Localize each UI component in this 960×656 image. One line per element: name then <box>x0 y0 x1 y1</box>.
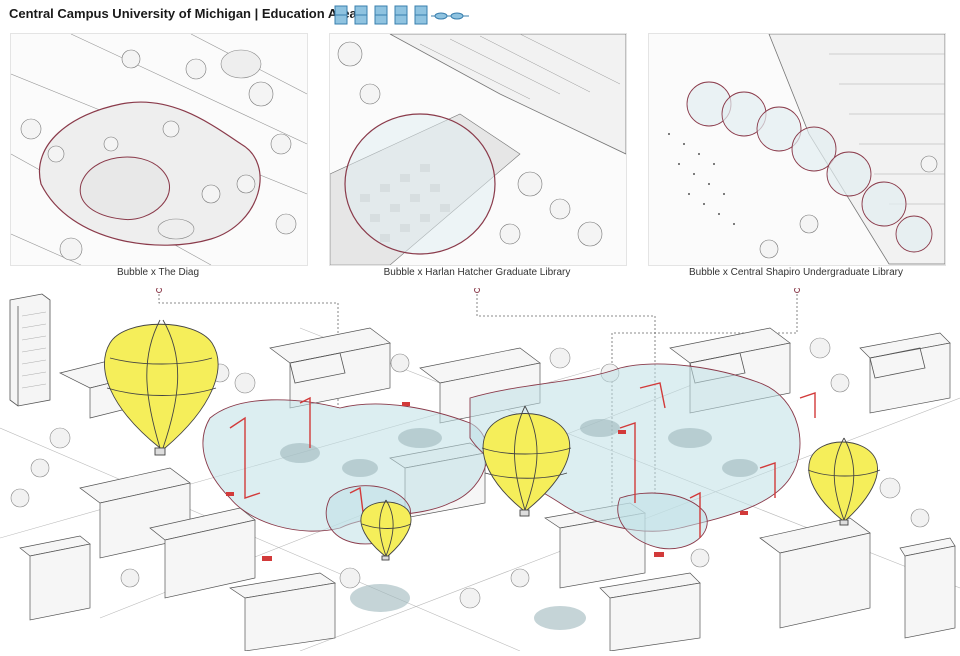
caption-anchor-marker <box>474 287 480 293</box>
hatcher-library-illustration <box>330 34 626 265</box>
caption-shapiro-library: Bubble x Central Shapiro Undergraduate L… <box>688 267 903 278</box>
campus-axonometric-drawing <box>0 287 960 652</box>
diag-plan-illustration <box>11 34 307 265</box>
building-section-icon <box>394 5 408 25</box>
shapiro-library-illustration <box>668 34 945 265</box>
caption-the-diag: Bubble x The Diag <box>116 267 200 278</box>
tower-building <box>9 293 51 407</box>
building-section-icon <box>374 5 388 25</box>
leader-line-shapiro <box>611 290 798 523</box>
page-title: Central Campus University of Michigan | … <box>9 6 357 21</box>
hot-air-balloon-large <box>104 319 219 456</box>
hot-air-balloon-small <box>360 499 412 561</box>
campus-buildings <box>19 327 956 652</box>
panel-the-diag <box>10 33 308 266</box>
panel-shapiro-library <box>648 33 946 266</box>
hot-air-balloon-right <box>807 437 881 526</box>
panel-hatcher-library <box>329 33 627 266</box>
tower-windows <box>21 311 47 389</box>
hot-air-balloon-medium <box>481 405 572 517</box>
building-section-icon <box>354 5 368 25</box>
building-section-icon <box>334 5 348 25</box>
caption-anchor-marker <box>156 287 162 293</box>
building-section-icon <box>414 5 428 25</box>
bubble-chain-icon <box>431 12 469 20</box>
legend <box>333 4 473 33</box>
stair-landings <box>226 402 748 561</box>
caption-hatcher-library: Bubble x Harlan Hatcher Graduate Library <box>383 267 571 278</box>
caption-anchor-marker <box>794 287 800 293</box>
